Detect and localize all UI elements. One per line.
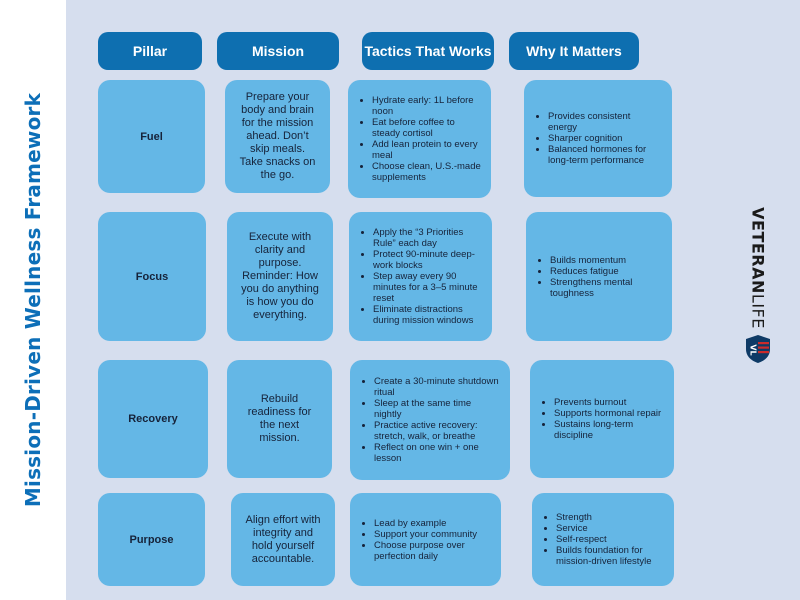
pillar-label: Fuel <box>140 130 163 143</box>
mission-text: Prepare your body and brain for the miss… <box>239 91 316 181</box>
list-item: Choose purpose over perfection daily <box>374 540 491 562</box>
list-item: Prevents burnout <box>554 397 664 408</box>
row-focus-pillar: Focus <box>98 212 206 341</box>
framework-panel: Pillar Mission Tactics That Works Why It… <box>66 0 800 600</box>
list-item: Provides consistent energy <box>548 111 662 133</box>
list-item: Reduces fatigue <box>550 266 662 277</box>
list-item: Supports hormonal repair <box>554 408 664 419</box>
row-purpose-pillar: Purpose <box>98 493 205 586</box>
svg-text:VL: VL <box>749 344 758 355</box>
row-purpose-tactics: Lead by example Support your community C… <box>350 493 501 586</box>
mission-text: Align effort with integrity and hold you… <box>245 513 321 565</box>
shield-icon: VL <box>746 335 770 363</box>
why-list: Provides consistent energy Sharper cogni… <box>532 111 662 166</box>
list-item: Lead by example <box>374 518 491 529</box>
list-item: Reflect on one win + one lesson <box>374 442 500 464</box>
row-purpose-mission: Align effort with integrity and hold you… <box>231 493 335 586</box>
header-why: Why It Matters <box>509 32 639 70</box>
list-item: Builds foundation for mission-driven lif… <box>556 545 664 567</box>
row-recovery-tactics: Create a 30-minute shutdown ritual Sleep… <box>350 360 510 480</box>
mission-text: Execute with clarity and purpose. Remind… <box>241 231 319 321</box>
brand-wordmark: VETERANLIFE <box>748 207 768 329</box>
row-fuel-tactics: Hydrate early: 1L before noon Eat before… <box>348 80 491 198</box>
row-recovery-why: Prevents burnout Supports hormonal repai… <box>530 360 674 478</box>
header-pillar: Pillar <box>98 32 202 70</box>
list-item: Support your community <box>374 529 491 540</box>
list-item: Builds momentum <box>550 255 662 266</box>
list-item: Practice active recovery: stretch, walk,… <box>374 420 500 442</box>
veteran-life-logo: VETERANLIFE VL <box>738 207 778 368</box>
pillar-label: Recovery <box>128 413 178 425</box>
row-focus-mission: Execute with clarity and purpose. Remind… <box>227 212 333 341</box>
list-item: Strengthens mental toughness <box>550 277 662 299</box>
pillar-label: Purpose <box>129 533 174 546</box>
list-item: Sustains long-term discipline <box>554 419 664 441</box>
list-item: Protect 90-minute deep-work blocks <box>373 249 482 271</box>
tactics-list: Lead by example Support your community C… <box>358 518 491 562</box>
mission-text: Rebuild readiness for the next mission. <box>247 393 312 444</box>
list-item: Add lean protein to every meal <box>372 139 481 161</box>
header-tactics: Tactics That Works <box>362 32 494 70</box>
page-title: Mission-Driven Wellness Framework <box>21 92 45 508</box>
list-item: Balanced hormones for long-term performa… <box>548 144 662 166</box>
list-item: Apply the “3 Priorities Rule” each day <box>373 227 482 249</box>
list-item: Service <box>556 523 664 534</box>
list-item: Self-respect <box>556 534 664 545</box>
row-recovery-mission: Rebuild readiness for the next mission. <box>227 360 332 478</box>
pillar-label: Focus <box>135 270 169 283</box>
list-item: Eliminate distractions during mission wi… <box>373 304 482 326</box>
list-item: Eat before coffee to steady cortisol <box>372 117 481 139</box>
why-list: Strength Service Self-respect Builds fou… <box>540 512 664 567</box>
list-item: Sharper cognition <box>548 133 662 144</box>
tactics-list: Hydrate early: 1L before noon Eat before… <box>356 95 481 183</box>
list-item: Sleep at the same time nightly <box>374 398 500 420</box>
tactics-list: Apply the “3 Priorities Rule” each day P… <box>357 227 482 326</box>
row-fuel-mission: Prepare your body and brain for the miss… <box>225 80 330 193</box>
list-item: Strength <box>556 512 664 523</box>
why-list: Prevents burnout Supports hormonal repai… <box>538 397 664 441</box>
header-mission: Mission <box>217 32 339 70</box>
page-title-band: Mission-Driven Wellness Framework <box>0 0 66 600</box>
tactics-list: Create a 30-minute shutdown ritual Sleep… <box>358 376 500 464</box>
row-recovery-pillar: Recovery <box>98 360 208 478</box>
row-fuel-pillar: Fuel <box>98 80 205 193</box>
list-item: Hydrate early: 1L before noon <box>372 95 481 117</box>
row-focus-tactics: Apply the “3 Priorities Rule” each day P… <box>349 212 492 341</box>
why-list: Builds momentum Reduces fatigue Strength… <box>534 255 662 299</box>
list-item: Step away every 90 minutes for a 3–5 min… <box>373 271 482 304</box>
list-item: Choose clean, U.S.-made supplements <box>372 161 481 183</box>
row-fuel-why: Provides consistent energy Sharper cogni… <box>524 80 672 197</box>
row-purpose-why: Strength Service Self-respect Builds fou… <box>532 493 674 586</box>
row-focus-why: Builds momentum Reduces fatigue Strength… <box>526 212 672 341</box>
list-item: Create a 30-minute shutdown ritual <box>374 376 500 398</box>
